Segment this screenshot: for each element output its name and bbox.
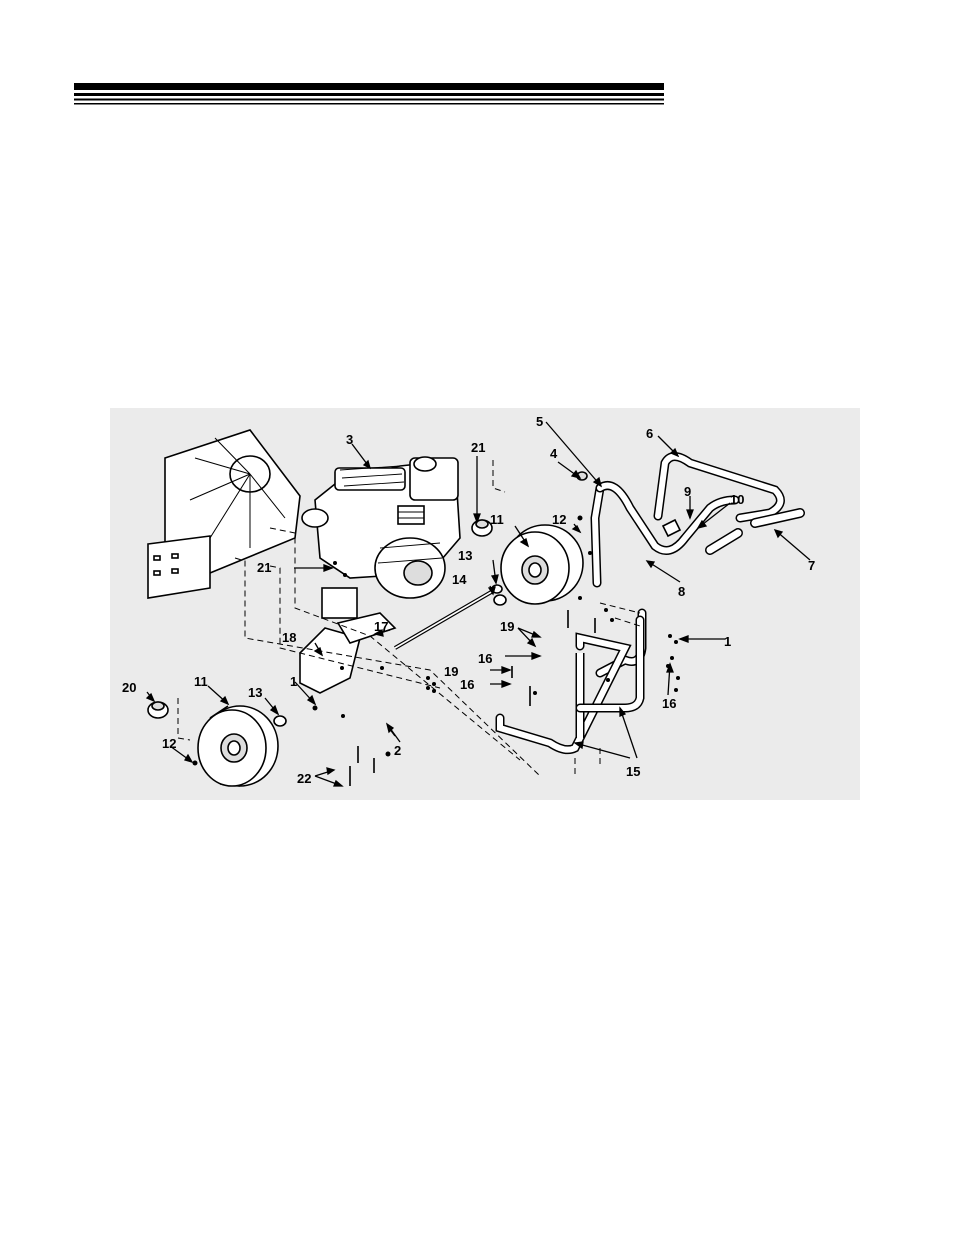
callout-13-right: 13 [458,548,472,563]
callout-9: 9 [684,484,691,499]
callout-3: 3 [346,432,353,447]
callout-18: 18 [282,630,296,645]
callout-16-right: 16 [662,696,676,711]
callout-21-left: 21 [257,560,271,575]
callout-20: 20 [122,680,136,695]
callout-10: 10 [730,492,744,507]
callout-1-left: 1 [290,674,297,689]
callout-16-upper: 16 [478,651,492,666]
callout-14: 14 [452,572,467,587]
header-rule [74,83,664,107]
callout-2: 2 [394,743,401,758]
callout-1-right: 1 [724,634,731,649]
callout-13-left: 13 [248,685,262,700]
callout-19-lower: 19 [444,664,458,679]
callout-4: 4 [550,446,558,461]
callout-5: 5 [536,414,543,429]
callout-11-left: 11 [194,674,208,689]
callout-21-top: 21 [471,440,485,455]
callout-11-right: 11 [490,512,504,527]
exploded-parts-diagram: 3 21 4 5 6 11 12 9 10 7 8 13 14 21 17 18… [110,408,860,800]
callout-19-upper: 19 [500,619,514,634]
callout-12-left: 12 [162,736,176,751]
left-wheel [198,706,278,786]
callout-17: 17 [374,619,388,634]
callout-15: 15 [626,764,640,779]
callout-7: 7 [808,558,815,573]
callout-6: 6 [646,426,653,441]
callout-8: 8 [678,584,685,599]
callout-12-right: 12 [552,512,566,527]
callout-22: 22 [297,771,311,786]
callout-16-lower: 16 [460,677,474,692]
